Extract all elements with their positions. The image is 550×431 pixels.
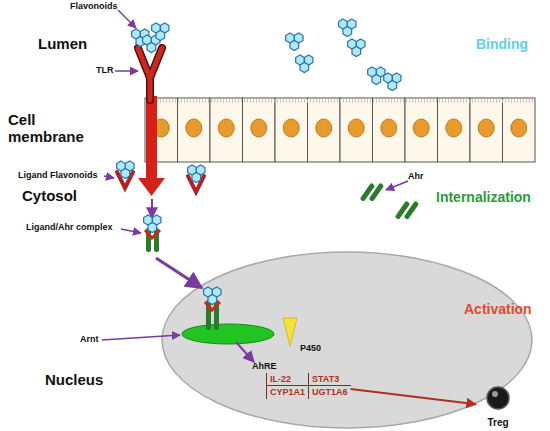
stage-label: Internalization (436, 190, 531, 205)
pathway-arrow (156, 258, 202, 288)
flavonoid-molecule (348, 39, 365, 57)
callout-label: Flavonoids (70, 2, 118, 12)
flavonoid-molecule (117, 161, 134, 179)
cell (470, 98, 503, 162)
stage-label: Activation (464, 302, 532, 317)
cell (373, 98, 406, 162)
highlight (492, 391, 498, 397)
pathway-arrow (151, 199, 153, 218)
cell-nucleus (186, 119, 202, 137)
callout-label: P450 (300, 344, 321, 354)
region-label: Lumen (38, 36, 87, 53)
ligand-ahr-complex (144, 215, 161, 252)
callout-label: Ligand Flavonoids (18, 171, 98, 181)
cell (438, 98, 471, 162)
leader-arrow (118, 10, 136, 28)
region-label: Cell membrane (8, 112, 88, 145)
stage-label: Binding (476, 37, 528, 52)
callout-label: Arnt (80, 335, 99, 345)
cell-nucleus (478, 119, 494, 137)
cell (210, 98, 243, 162)
cell-nucleus (381, 119, 397, 137)
flavonoid-molecule (152, 23, 169, 41)
flavonoid-molecule (204, 287, 221, 305)
region-label: Nucleus (45, 372, 103, 389)
cell (178, 98, 211, 162)
callout-label: Ligand/Ahr complex (26, 223, 113, 233)
ligand-ahr-complex (204, 287, 221, 330)
leader-arrow (115, 70, 138, 72)
cell-nucleus (511, 119, 527, 137)
leader-arrow (102, 335, 180, 340)
microvilli (145, 100, 535, 103)
leader-arrow (104, 176, 114, 178)
callout-label: Ahr (408, 172, 424, 182)
flavonoid-molecule (384, 73, 401, 91)
flavonoid-molecule (339, 19, 356, 37)
cell (308, 98, 341, 162)
cell-nuclei (153, 119, 527, 137)
flavonoid-molecule (296, 55, 313, 73)
cell (405, 98, 438, 162)
gene-name: CYP1A1 (266, 386, 308, 398)
leader-arrow (386, 181, 408, 190)
cell-label: Treg (476, 417, 520, 428)
cell-nucleus (446, 119, 462, 137)
callout-label: AhRE (252, 362, 277, 372)
tlr-outline (138, 48, 162, 100)
cell (340, 98, 373, 162)
cell (275, 98, 308, 162)
cell (503, 98, 536, 162)
arnt-ellipse (182, 324, 274, 344)
treg-circle (487, 387, 509, 409)
cell-nucleus (218, 119, 234, 137)
flavonoid-molecule (286, 33, 303, 51)
flavonoid-molecule (144, 215, 161, 233)
cell-nucleus (413, 119, 429, 137)
leader-arrow (121, 229, 141, 233)
flavonoid-molecule (188, 165, 205, 183)
gene-table: IL-22STAT3CYP1A1UGT1A6 (266, 373, 351, 399)
flavonoid-molecule (368, 67, 385, 85)
gene-name: IL-22 (266, 373, 308, 386)
cell-nucleus (283, 119, 299, 137)
cell-nucleus (348, 119, 364, 137)
gene-name: UGT1A6 (308, 386, 351, 398)
cell-nucleus (251, 119, 267, 137)
treg-cell: Treg (476, 384, 520, 428)
pathway-arrow (236, 342, 254, 362)
p450-marker (283, 318, 297, 346)
callout-label: TLR (96, 66, 114, 76)
ahr-bar (404, 201, 420, 220)
epithelial-cells (145, 98, 535, 162)
ahr-bar (369, 183, 385, 202)
region-label: Cytosol (22, 188, 77, 205)
cell (243, 98, 276, 162)
tlr-receptor (138, 48, 162, 100)
cell-nucleus (316, 119, 332, 137)
gene-name: STAT3 (308, 373, 351, 386)
internalization-arrow (138, 96, 165, 196)
nucleus-ellipse (162, 252, 532, 428)
activation-arrow (351, 389, 476, 404)
